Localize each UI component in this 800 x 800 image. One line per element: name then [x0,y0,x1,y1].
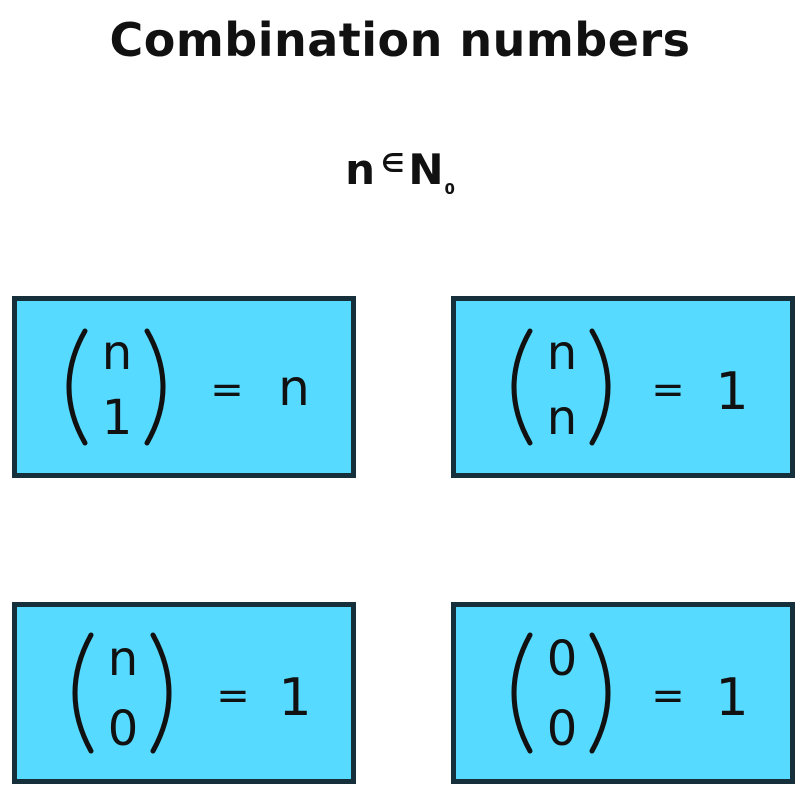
domain-statement: n∈N0 [0,140,800,209]
identity-result: n [278,359,310,417]
domain-subscript: 0 [444,180,455,198]
identity-box-n-choose-0: n 0 = 1 [12,602,356,784]
identity-box-n-choose-1: n 1 = n [12,296,356,478]
identity-result: 1 [715,362,748,422]
left-parenthesis [72,632,94,754]
domain-set: N [408,145,444,194]
identity-result: 1 [278,668,311,728]
element-of-symbol: ∈ [381,149,405,179]
identity-result: 1 [715,668,748,728]
identity-box-0-choose-0: 0 0 = 1 [451,602,795,784]
equals-sign: = [210,367,244,413]
equals-sign: = [216,673,250,719]
left-parenthesis [511,328,533,446]
right-parenthesis [150,632,172,754]
right-parenthesis [589,328,611,446]
binomial-top: n [108,631,138,687]
left-parenthesis [66,328,88,446]
binomial-bottom: 1 [102,390,133,446]
binomial-top: n [547,325,577,381]
equals-sign: = [651,673,685,719]
binomial-top: n [102,325,132,381]
right-parenthesis [144,328,166,446]
identity-box-n-choose-n: n n = 1 [451,296,795,478]
right-parenthesis [589,632,611,754]
binomial-bottom: 0 [108,701,139,757]
domain-variable: n [345,145,375,194]
binomial-bottom: n [547,390,577,446]
left-parenthesis [511,632,533,754]
page-title: Combination numbers [109,13,691,67]
binomial-top: 0 [547,631,578,687]
binomial-bottom: 0 [547,701,578,757]
equals-sign: = [651,367,685,413]
